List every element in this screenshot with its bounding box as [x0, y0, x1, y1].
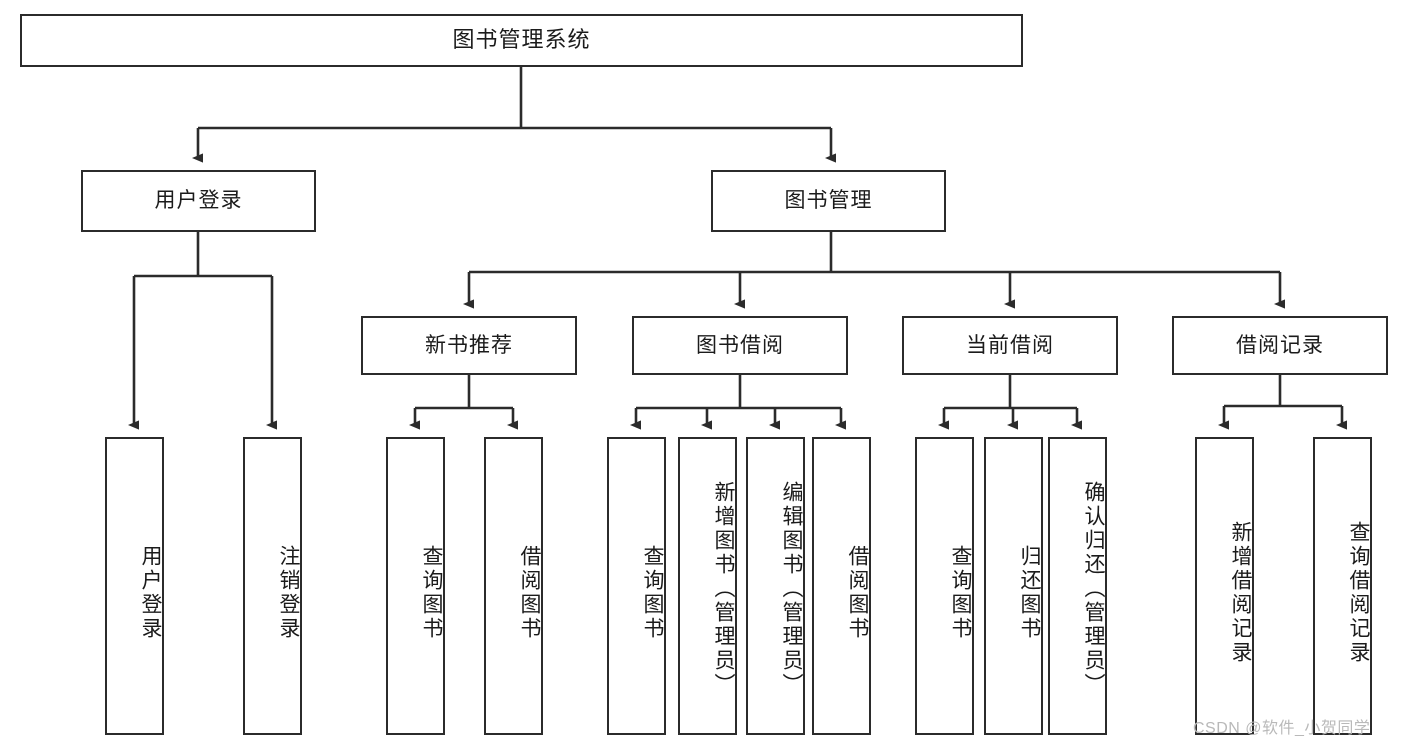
leaf-logout[interactable]: 注销登录 [243, 437, 302, 735]
leaf-query-borrow-record-label: 查询借阅记录 [1347, 521, 1370, 665]
leaf-return-book-label: 归还图书 [1018, 545, 1041, 641]
leaf-logout-label: 注销登录 [277, 545, 300, 641]
leaf-query-book-recommend[interactable]: 查询图书 [386, 437, 445, 735]
leaf-edit-book-admin[interactable]: 编辑图书（管理员） [746, 437, 805, 735]
node-book-management-label: 图书管理 [784, 189, 873, 213]
node-current-borrow[interactable]: 当前借阅 [902, 316, 1118, 375]
leaf-query-book-borrow[interactable]: 查询图书 [607, 437, 666, 735]
node-user-login[interactable]: 用户登录 [81, 170, 316, 232]
node-borrow-record-label: 借阅记录 [1236, 333, 1324, 357]
leaf-query-borrow-record[interactable]: 查询借阅记录 [1313, 437, 1372, 735]
node-book-borrow-label: 图书借阅 [696, 333, 784, 357]
leaf-borrow-book-recommend[interactable]: 借阅图书 [484, 437, 543, 735]
node-root-label: 图书管理系统 [452, 27, 591, 53]
leaf-add-book-admin[interactable]: 新增图书（管理员） [678, 437, 737, 735]
leaf-borrow-book[interactable]: 借阅图书 [812, 437, 871, 735]
leaf-edit-book-admin-label: 编辑图书（管理员） [780, 481, 803, 697]
leaf-add-book-admin-label: 新增图书（管理员） [712, 481, 735, 697]
node-new-book-recommend-label: 新书推荐 [425, 333, 513, 357]
node-book-borrow[interactable]: 图书借阅 [632, 316, 848, 375]
node-new-book-recommend[interactable]: 新书推荐 [361, 316, 577, 375]
leaf-user-login-label: 用户登录 [139, 545, 162, 641]
leaf-confirm-return-admin[interactable]: 确认归还（管理员） [1048, 437, 1107, 735]
node-user-login-label: 用户登录 [154, 189, 243, 213]
node-root[interactable]: 图书管理系统 [20, 14, 1023, 67]
node-current-borrow-label: 当前借阅 [966, 333, 1054, 357]
leaf-query-book-borrow-label: 查询图书 [641, 545, 664, 641]
leaf-query-book-current[interactable]: 查询图书 [915, 437, 974, 735]
leaf-return-book[interactable]: 归还图书 [984, 437, 1043, 735]
leaf-user-login[interactable]: 用户登录 [105, 437, 164, 735]
leaf-add-borrow-record-label: 新增借阅记录 [1229, 521, 1252, 665]
leaf-borrow-book-label: 借阅图书 [846, 545, 869, 641]
watermark: CSDN @软件_小贺同学 [1193, 720, 1371, 737]
leaf-add-borrow-record[interactable]: 新增借阅记录 [1195, 437, 1254, 735]
leaf-confirm-return-admin-label: 确认归还（管理员） [1082, 481, 1105, 697]
node-book-management[interactable]: 图书管理 [711, 170, 946, 232]
leaf-borrow-book-recommend-label: 借阅图书 [518, 545, 541, 641]
leaf-query-book-current-label: 查询图书 [949, 545, 972, 641]
leaf-query-book-recommend-label: 查询图书 [420, 545, 443, 641]
node-borrow-record[interactable]: 借阅记录 [1172, 316, 1388, 375]
